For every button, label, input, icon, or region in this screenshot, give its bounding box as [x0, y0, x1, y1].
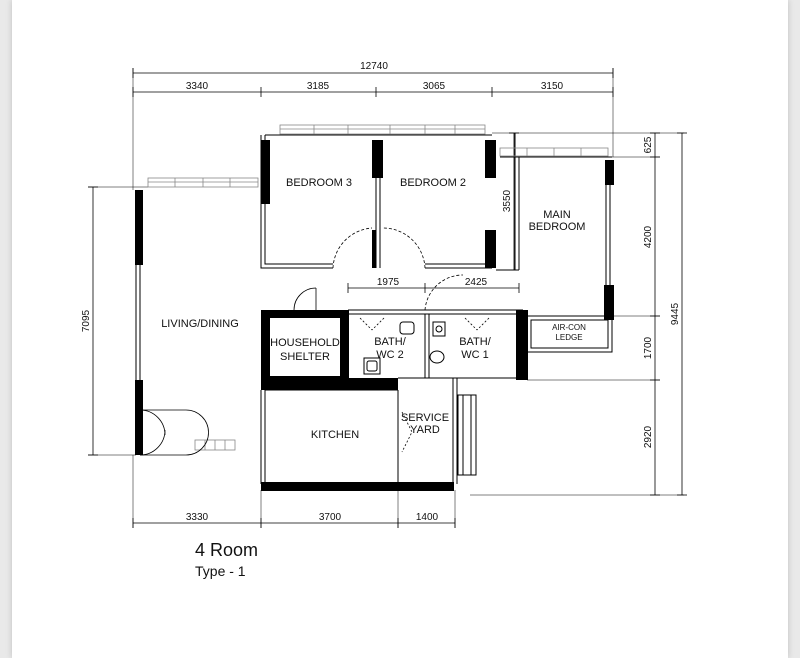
dim-right-2: 4200	[643, 225, 654, 248]
sanitary-fixtures	[363, 321, 446, 375]
dim-inner-2: 2425	[465, 277, 488, 288]
dim-bedroom2-depth: 3550	[502, 189, 513, 212]
label-aircon-ledge-line2: LEDGE	[555, 333, 582, 342]
dimension-lines	[88, 68, 687, 528]
plan-subtitle: Type - 1	[195, 563, 246, 579]
windows	[147, 124, 609, 451]
label-bath-wc2-line2: WC 2	[376, 349, 404, 361]
dim-top-2: 3185	[307, 81, 330, 92]
thick-walls	[135, 140, 614, 491]
dim-right-overall: 9445	[670, 302, 681, 325]
label-household-shelter-line2: SHELTER	[280, 351, 330, 363]
label-service-yard-line2: YARD	[410, 424, 440, 436]
dim-inner-1: 1975	[377, 277, 400, 288]
label-bedroom-3: BEDROOM 3	[286, 177, 352, 189]
dim-top-3: 3065	[423, 81, 446, 92]
dim-right-4: 2920	[643, 425, 654, 448]
dim-right-1: 625	[643, 136, 654, 153]
label-bath-wc1-line2: WC 1	[461, 349, 489, 361]
label-bedroom-2: BEDROOM 2	[400, 177, 466, 189]
thin-walls	[135, 133, 613, 484]
label-main-bedroom-line2: BEDROOM	[529, 221, 586, 233]
dim-top-1: 3340	[186, 81, 209, 92]
dim-right-3: 1700	[643, 336, 654, 359]
dim-bottom-2: 3700	[319, 512, 342, 523]
dim-bottom-1: 3330	[186, 512, 209, 523]
label-living-dining: LIVING/DINING	[161, 318, 239, 330]
dim-top-4: 3150	[541, 81, 564, 92]
label-main-bedroom-line1: MAIN	[543, 209, 571, 221]
door-swings	[139, 227, 490, 456]
label-bath-wc2-line1: BATH/	[374, 336, 407, 348]
label-household-shelter-line1: HOUSEHOLD	[270, 337, 340, 349]
dim-left-height: 7095	[81, 309, 92, 332]
label-bath-wc1-line1: BATH/	[459, 336, 492, 348]
label-kitchen: KITCHEN	[311, 429, 359, 441]
label-aircon-ledge-line1: AIR-CON	[552, 323, 586, 332]
plan-title: 4 Room	[195, 540, 259, 560]
dim-overall-width: 12740	[360, 61, 388, 72]
label-service-yard-line1: SERVICE	[401, 412, 449, 424]
dim-bottom-3: 1400	[416, 512, 439, 523]
